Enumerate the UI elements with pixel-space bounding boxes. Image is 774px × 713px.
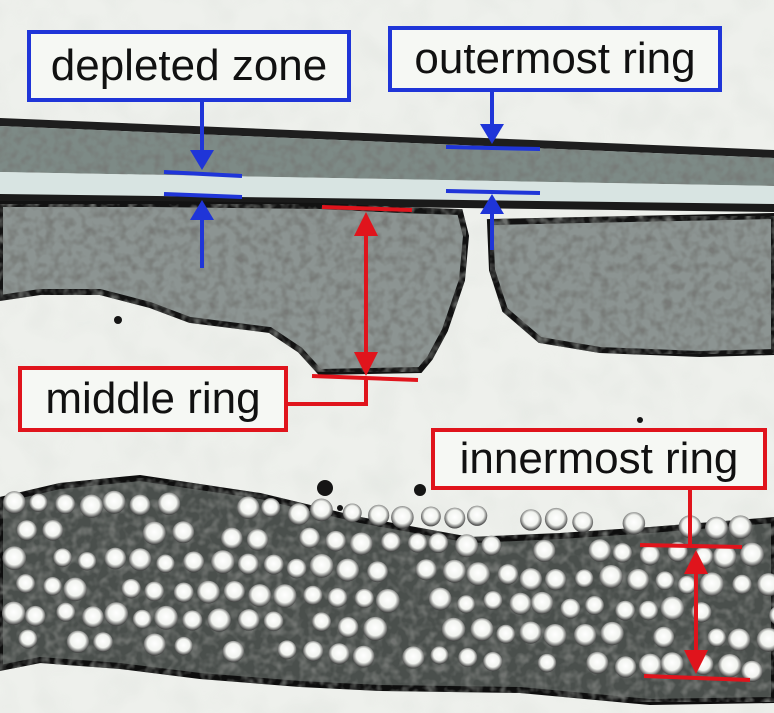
middle-ring-arrowhead-up bbox=[354, 212, 378, 236]
depleted-zone-label: depleted zone bbox=[27, 30, 351, 102]
depleted-zone-markers bbox=[164, 100, 242, 268]
outermost-ring-arrowhead-down bbox=[480, 124, 504, 144]
outermost-ring-label: outermost ring bbox=[388, 26, 722, 92]
middle-ring-top-line bbox=[322, 207, 412, 210]
innermost-ring-arrowhead-down bbox=[684, 650, 708, 674]
outermost-ring-top-line bbox=[446, 147, 540, 149]
middle-ring-markers bbox=[288, 207, 418, 404]
innermost-ring-markers bbox=[640, 488, 750, 680]
depleted-zone-top-line bbox=[164, 172, 242, 176]
innermost-ring-label: innermost ring bbox=[431, 428, 767, 490]
depleted-zone-arrowhead-up bbox=[190, 200, 214, 220]
middle-ring-label: middle ring bbox=[18, 366, 288, 432]
innermost-ring-top-line bbox=[640, 545, 742, 547]
innermost-ring-arrowhead-up bbox=[684, 550, 708, 574]
middle-ring-bottom-line bbox=[312, 376, 418, 380]
innermost-ring-bottom-line bbox=[644, 676, 750, 680]
depleted-zone-bottom-line bbox=[164, 194, 242, 197]
middle-ring-arrowhead-down bbox=[354, 352, 378, 376]
outermost-ring-bottom-line bbox=[446, 191, 540, 193]
depleted-zone-arrowhead-down bbox=[190, 150, 214, 170]
middle-ring-leader-line bbox=[288, 380, 366, 404]
outermost-ring-markers bbox=[446, 90, 540, 250]
outermost-ring-arrowhead-up bbox=[480, 194, 504, 214]
